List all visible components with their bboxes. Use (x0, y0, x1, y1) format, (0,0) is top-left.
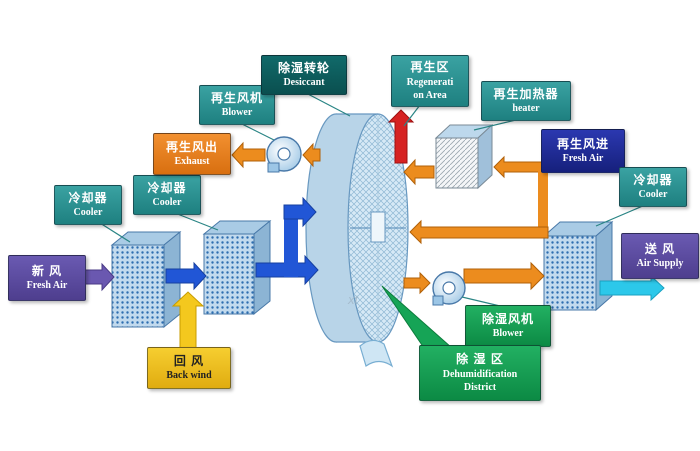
dehum-blower-connector (461, 296, 501, 307)
regen-inlet-riser (538, 167, 548, 238)
label-desiccant-zh: 除湿转轮 (277, 60, 330, 75)
regen-blower-to-exhaust-arrow (231, 141, 266, 169)
label-cooler-1: 冷却器 Cooler (54, 185, 122, 225)
cooler-block-right (542, 220, 614, 312)
label-dehum-district-en1: Dehumidification (442, 368, 518, 380)
label-regen-area-zh: 再生区 (410, 60, 450, 75)
cooler-block-1 (110, 230, 182, 329)
label-cooler-2-zh: 冷却器 (147, 180, 187, 195)
label-back-wind-en: Back wind (166, 370, 212, 382)
label-back-wind: 回 风 Back wind (147, 347, 231, 389)
cooler1-front-face (111, 244, 165, 328)
freshair-to-heater-arrow (493, 155, 543, 179)
supply-air-arrow (599, 274, 665, 302)
wheel-to-dehum-blower-arrow (403, 271, 431, 295)
label-desiccant: 除湿转轮 Desiccant (261, 55, 347, 95)
process-air-riser (284, 205, 298, 277)
label-dehum-blower: 除湿风机 Blower (465, 305, 551, 347)
label-cooler-1-en: Cooler (73, 207, 103, 219)
label-regen-blower-zh: 再生风机 (210, 90, 263, 105)
watermark-text: xt (348, 292, 359, 307)
heater-block (434, 123, 494, 190)
cooler-right-connector (595, 204, 646, 227)
label-air-supply-zh: 送 风 (644, 241, 676, 256)
label-dehum-blower-en: Blower (492, 328, 524, 340)
label-exhaust-zh: 再生风出 (165, 139, 218, 154)
label-regen-area-en1: Regenerati (406, 76, 454, 88)
desiccant-connector (305, 92, 351, 117)
label-fresh-air: 新 风 Fresh Air (8, 255, 86, 301)
label-dehum-blower-zh: 除湿风机 (481, 311, 534, 326)
cooler2-front-face (203, 233, 255, 315)
label-desiccant-en: Desiccant (283, 77, 325, 89)
desiccant-sheet-icon (359, 339, 394, 368)
label-regen-heater-zh: 再生加热器 (493, 86, 559, 101)
label-dehum-district-en2: District (463, 381, 497, 393)
regen-inlet-arrow (409, 219, 549, 245)
heater-to-wheel-arrow (403, 158, 435, 186)
wheel-to-regen-blower-arrow (302, 142, 321, 168)
dehum-fan-hub (442, 281, 456, 295)
label-air-supply-en: Air Supply (636, 258, 684, 270)
regen-area-connector (403, 104, 421, 127)
label-regen-heater: 再生加热器 heater (481, 81, 571, 121)
label-regen-area: 再生区 Regenerati on Area (391, 55, 469, 107)
label-cooler-right-en: Cooler (638, 189, 668, 201)
label-exhaust: 再生风出 Exhaust (153, 133, 231, 175)
label-regen-heater-en: heater (512, 103, 540, 115)
label-cooler-right: 冷却器 Cooler (619, 167, 687, 207)
wheel-hub (370, 211, 386, 243)
label-air-supply: 送 风 Air Supply (621, 233, 699, 279)
label-cooler-2-en: Cooler (152, 197, 182, 209)
regen-hot-air-arrow (387, 109, 415, 164)
process-air-upper-arrow (283, 196, 317, 228)
cooler-right-side-face (595, 220, 613, 312)
label-dehum-district: 除 湿 区 Dehumidification District (419, 345, 541, 401)
regen-blower-fan (266, 136, 302, 173)
label-back-wind-zh: 回 风 (173, 353, 205, 368)
label-regen-fresh-air-zh: 再生风进 (556, 136, 609, 151)
fresh-air-arrow (83, 262, 115, 292)
label-fresh-air-zh: 新 风 (31, 263, 63, 278)
label-exhaust-en: Exhaust (174, 156, 210, 168)
label-cooler-1-zh: 冷却器 (68, 190, 108, 205)
label-cooler-2: 冷却器 Cooler (133, 175, 201, 215)
cooler1-to-cooler2-arrow (165, 261, 207, 291)
cooler2-connector (174, 212, 219, 231)
regen-fan-outlet (267, 162, 280, 173)
dehum-fan-outlet (432, 295, 444, 306)
label-connector-lines (99, 92, 646, 307)
cooler-right-front-face (543, 235, 597, 311)
heater-front-face (435, 137, 479, 189)
label-dehum-district-zh: 除 湿 区 (456, 352, 504, 367)
label-fresh-air-en: Fresh Air (26, 280, 68, 292)
label-regen-blower-en: Blower (221, 107, 253, 119)
dehum-blower-to-cooler-arrow (463, 261, 545, 291)
label-cooler-right-zh: 冷却器 (633, 172, 673, 187)
regen-fan-hub (277, 147, 291, 161)
desiccant-wheel (305, 113, 409, 343)
label-regen-fresh-air-en: Fresh Air (562, 153, 604, 165)
label-regen-fresh-air: 再生风进 Fresh Air (541, 129, 625, 173)
label-regen-area-en2: on Area (413, 89, 447, 101)
regen-blower-connector (239, 122, 275, 141)
dehum-blower-fan (432, 271, 466, 306)
cooler1-connector (99, 222, 131, 243)
cooler-block-2 (202, 219, 272, 316)
return-air-arrow (171, 291, 205, 349)
